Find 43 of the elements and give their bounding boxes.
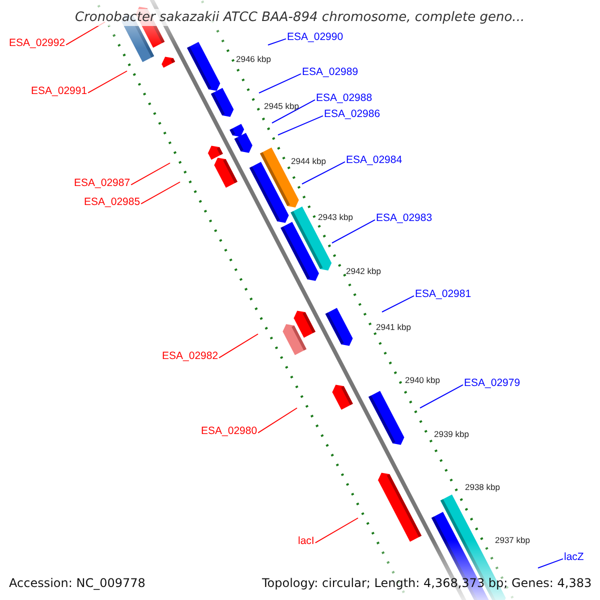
gene-label: ESA_02980 <box>201 425 258 437</box>
leader-line <box>538 558 564 568</box>
gene-label: ESA_02992 <box>9 37 66 49</box>
leader-line <box>218 334 258 358</box>
leader-line <box>382 295 414 312</box>
scale-label: 2943 kbp <box>318 212 353 222</box>
gene-label: ESA_02982 <box>162 350 218 362</box>
leader-line <box>302 161 346 184</box>
gene-label: ESA_02988 <box>316 92 372 104</box>
leader-line <box>88 70 128 94</box>
scale-label: 2942 kbp <box>346 266 381 276</box>
gene-label: ESA_02979 <box>464 377 520 389</box>
scale-label: 2938 kbp <box>465 482 500 492</box>
gene-label: lacI <box>298 535 314 547</box>
leader-line <box>258 73 302 94</box>
footer-text: Topology: circular; Length: 4,368,373 bp; Genes: 4,383 <box>262 576 592 590</box>
gene-label: ESA_02987 <box>74 177 130 189</box>
gene-label: ESA_02989 <box>302 66 358 78</box>
leader-line <box>278 115 324 136</box>
leader-line <box>140 182 180 204</box>
scale-label: 2941 kbp <box>376 322 411 332</box>
scale-label: 2939 kbp <box>434 429 469 439</box>
leader-line <box>420 384 464 408</box>
gene-label: ESA_02983 <box>376 212 432 224</box>
leader-line <box>258 408 298 434</box>
gene-label: ESA_02986 <box>324 108 380 120</box>
gene-label: ESA_02981 <box>415 288 472 300</box>
gene-label: lacZ <box>564 551 584 563</box>
scale-label: 2940 kbp <box>405 375 440 385</box>
gene-label: ESA_02990 <box>287 31 344 43</box>
leader-line <box>272 99 316 124</box>
gene-label: ESA_02985 <box>84 196 140 208</box>
leader-line <box>268 38 286 46</box>
leader-line <box>130 162 170 186</box>
scale-label: 2944 kbp <box>291 156 326 166</box>
leader-line <box>314 518 358 544</box>
scale-label: 2937 kbp <box>495 535 530 545</box>
gene-label: ESA_02984 <box>346 154 402 166</box>
scale-label: 2945 kbp <box>264 101 299 111</box>
gene-label: ESA_02991 <box>31 85 88 97</box>
leader-line <box>332 219 376 244</box>
scale-label: 2946 kbp <box>236 54 271 64</box>
footer-text: Accession: NC_009778 <box>9 576 146 590</box>
